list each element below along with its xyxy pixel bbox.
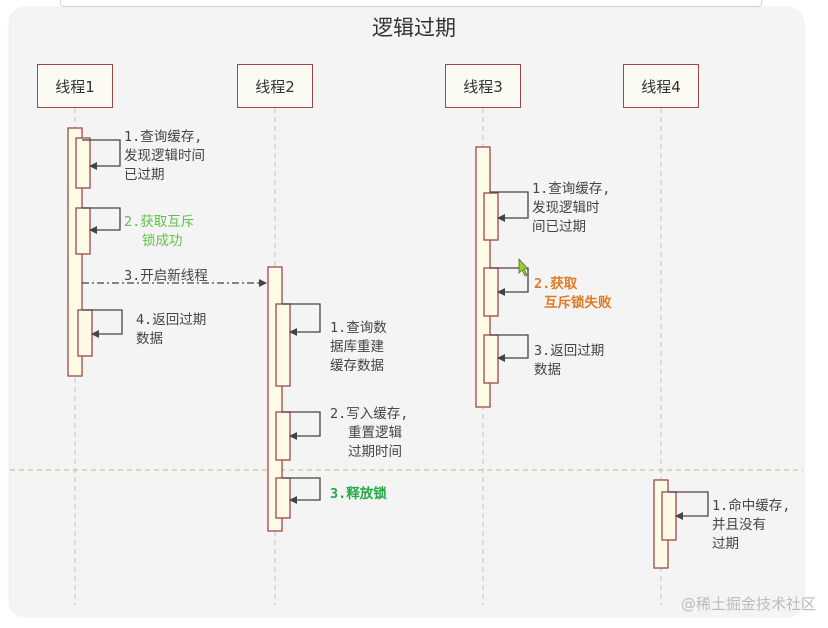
activation-t1-b [75,207,91,255]
actor-thread-1: 线程1 [37,64,113,108]
window-top-edge [60,0,762,7]
note-t1-step3: 3.开启新线程 [124,268,208,284]
note-t2-step2: 2.写入缓存, 重置逻辑 过期时间 [330,406,409,460]
activation-t3-c [483,334,499,384]
self-msg-t1-4 [82,309,123,338]
note-t3-step1: 1.查询缓存, 发现逻辑时 间已过期 [532,181,611,235]
activation-t4-a [661,491,677,541]
actor-thread-2: 线程2 [237,64,313,108]
self-msg-t1-2 [82,207,121,234]
self-msg-t2-1 [282,303,321,336]
self-msg-t2-3 [282,477,321,504]
activation-t1-c [77,309,93,357]
activation-t2-a [275,303,291,387]
note-t4-step1: 1.命中缓存, 并且没有 过期 [712,498,791,552]
activation-t3-b [483,267,499,317]
note-t3-step2: 2.获取 互斥锁失败 [534,276,612,311]
watermark: @稀土掘金技术社区 [680,595,816,613]
self-msg-t3-3 [490,334,529,362]
self-msg-t2-2 [282,411,321,440]
note-t1-step4: 4.返回过期 数据 [136,312,207,347]
activation-t2-c [275,477,291,519]
self-msg-t3-2 [490,267,529,296]
activation-t1-a [75,137,91,189]
note-t2-step3: 3.释放锁 [330,486,387,502]
activation-t2-b [275,411,291,461]
diagram-title: 逻辑过期 [372,16,456,40]
note-t1-step1: 1.查询缓存, 发现逻辑时间 已过期 [124,129,205,183]
activation-t3-a [483,192,499,241]
actor-thread-3: 线程3 [445,64,521,108]
cursor-icon [518,257,529,277]
note-t1-step2: 2.获取互斥 锁成功 [124,214,195,249]
actor-thread-4: 线程4 [623,64,699,108]
self-msg-t4-1 [668,491,709,520]
self-msg-t1-1 [82,139,121,170]
self-msg-t3-1 [490,191,529,222]
note-t2-step1: 1.查询数 据库重建 缓存数据 [330,320,387,374]
note-t3-step3: 3.返回过期 数据 [534,343,605,378]
